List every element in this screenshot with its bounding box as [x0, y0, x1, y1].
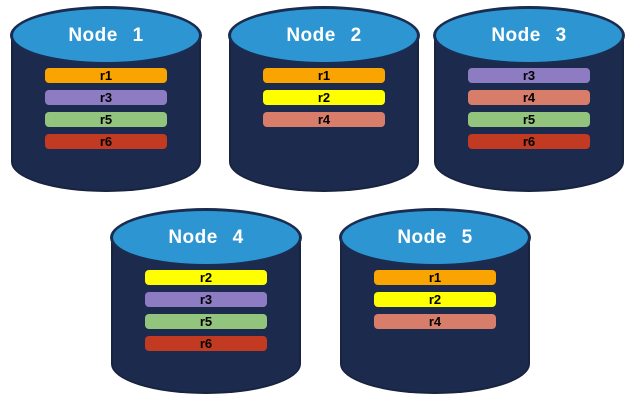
replica-bar-r2: r2 — [374, 292, 496, 307]
node-5-replica-list: r1 r2 r4 — [339, 270, 531, 329]
node-1-cylinder: Node 1 r1 r3 r5 r6 — [10, 6, 202, 193]
replica-bar-r2: r2 — [263, 90, 385, 105]
replica-bar-r5: r5 — [145, 314, 267, 329]
node-5-label: Node 5 — [397, 226, 473, 248]
node-2-cylinder: Node 2 r1 r2 r4 — [228, 6, 420, 193]
replica-bar-r4: r4 — [468, 90, 590, 105]
replica-bar-r3: r3 — [468, 68, 590, 83]
replica-bar-r3: r3 — [45, 90, 167, 105]
replica-bar-r6: r6 — [468, 134, 590, 149]
replica-bar-r3: r3 — [145, 292, 267, 307]
replica-bar-r1: r1 — [45, 68, 167, 83]
replica-bar-r4: r4 — [263, 112, 385, 127]
replica-bar-r1: r1 — [374, 270, 496, 285]
node-2-cylinder-top: Node 2 — [228, 6, 420, 65]
replica-bar-r2: r2 — [145, 270, 267, 285]
node-4-cylinder: Node 4 r2 r3 r5 r6 — [110, 208, 302, 395]
replica-bar-r6: r6 — [145, 336, 267, 351]
node-4-label: Node 4 — [168, 226, 244, 248]
node-1-cylinder-top: Node 1 — [10, 6, 202, 65]
node-5-cylinder-top: Node 5 — [339, 208, 531, 267]
node-3-replica-list: r3 r4 r5 r6 — [433, 68, 625, 149]
replica-bar-r5: r5 — [45, 112, 167, 127]
node-3-cylinder-top: Node 3 — [433, 6, 625, 65]
node-1-replica-list: r1 r3 r5 r6 — [10, 68, 202, 149]
node-3-cylinder: Node 3 r3 r4 r5 r6 — [433, 6, 625, 193]
node-5-cylinder: Node 5 r1 r2 r4 — [339, 208, 531, 395]
node-2-replica-list: r1 r2 r4 — [228, 68, 420, 127]
replica-bar-r1: r1 — [263, 68, 385, 83]
replica-bar-r6: r6 — [45, 134, 167, 149]
node-3-label: Node 3 — [491, 24, 567, 46]
node-1-label: Node 1 — [68, 24, 144, 46]
node-2-label: Node 2 — [286, 24, 362, 46]
node-4-cylinder-top: Node 4 — [110, 208, 302, 267]
replica-bar-r4: r4 — [374, 314, 496, 329]
replica-bar-r5: r5 — [468, 112, 590, 127]
node-4-replica-list: r2 r3 r5 r6 — [110, 270, 302, 351]
